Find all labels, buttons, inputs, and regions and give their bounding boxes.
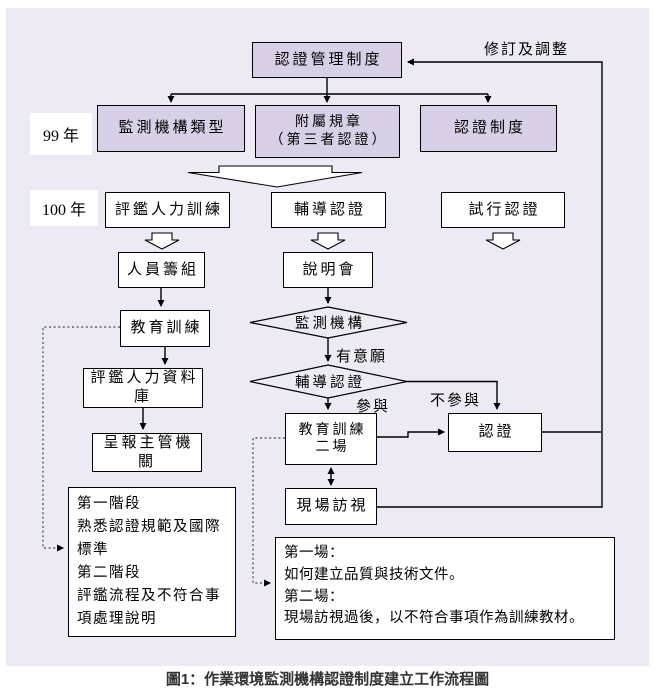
notes-right-line: 第二場： [284,588,344,605]
node-report-to-authority: 呈報主管機關 [92,433,202,472]
node-certification: 認證 [448,413,542,452]
not-join-label: 不參與 [430,393,482,409]
willing-label: 有意願 [336,349,388,365]
node-cert-management-system: 認證管理制度 [252,42,402,78]
year-99-label: 99 年 [30,113,92,155]
notes-right-line: 第一場： [284,545,344,561]
node-bylaws-line1: 附屬規章 [295,115,363,130]
decision-monitor-org-text: 監測機構 [295,316,365,332]
notes-left-stages: 第一階段 熟悉認證規範及國際 標準 第二階段 評鑑流程及不符合事 項處理說明 [68,487,236,637]
figure-caption: 圖1：作業環境監測機構認證制度建立工作流程圖 [165,671,490,688]
notes-left-line: 第二階段 [77,564,141,581]
notes-left-line: 項處理說明 [77,610,157,627]
notes-left-line: 評鑑流程及不符合事 [77,587,221,604]
node-monitor-org-type: 監測機構類型 [97,105,245,152]
node-site-visit: 現場訪視 [285,488,377,525]
node-education-training-two-line2: 二場 [315,440,350,455]
notes-left-line: 標準 [77,541,109,558]
node-guidance-certification: 輔導認證 [271,192,386,228]
node-education-training-two: 教育訓練 二場 [285,413,377,465]
node-education-training: 教育訓練 [120,310,210,347]
notes-right-sessions: 第一場： 如何建立品質與技術文件。 第二場： 現場訪視過後，以不符合事項作為訓練… [275,537,615,640]
node-cert-system: 認證制度 [420,105,557,152]
node-eval-manpower-training: 評鑑人力訓練 [105,192,230,228]
join-label: 參與 [356,399,391,415]
notes-right-line: 現場訪視過後，以不符合事項作為訓練教材。 [284,610,584,627]
year-100-label: 100 年 [30,190,98,226]
decision-guidance-cert-text: 輔導認證 [295,375,365,391]
node-trial-certification: 試行認證 [441,192,565,228]
node-briefing-session: 說明會 [283,252,373,288]
node-eval-manpower-database: 評鑑人力資料庫 [83,368,203,408]
node-bylaws-line2: （第三者認證） [269,132,389,148]
node-staffing: 人員籌組 [118,252,205,288]
notes-right-line: 如何建立品質與技術文件。 [284,566,464,583]
node-bylaws: 附屬規章 （第三者認證） [255,105,400,158]
notes-left-line: 第一階段 [77,496,141,512]
revise-adjust-label: 修訂及調整 [484,42,570,58]
notes-left-line: 熟悉認證規範及國際 [77,518,221,535]
node-education-training-two-line1: 教育訓練 [298,422,367,438]
